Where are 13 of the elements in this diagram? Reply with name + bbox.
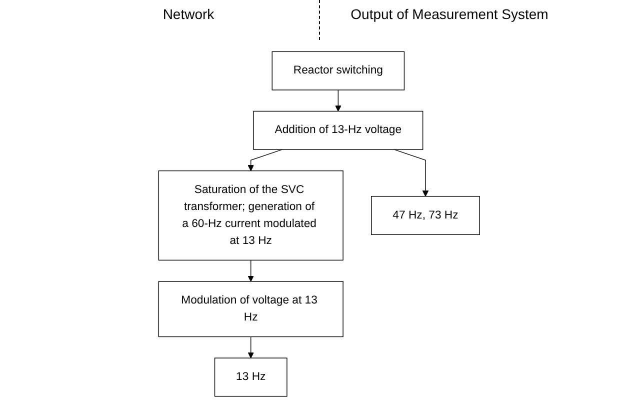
arrow (334, 90, 342, 112)
arrow (248, 336, 254, 358)
node-box: Addition of 13-Hz voltage (253, 110, 424, 150)
arrow (248, 149, 282, 172)
node-box: 13 Hz (214, 358, 288, 397)
node-box: Reactor switching (272, 51, 404, 90)
node-box: Saturation of the SVC transformer; generation of a 60-Hz current modulated at 13 Hz (158, 170, 344, 261)
node-box: Modulation of voltage at 13 Hz (158, 281, 344, 338)
column-heading: Network (162, 5, 216, 22)
column-heading: Output of Measurement System (350, 5, 550, 22)
node-box: 47 Hz, 73 Hz (370, 196, 480, 235)
arrow (248, 260, 254, 282)
arrow (394, 149, 428, 197)
